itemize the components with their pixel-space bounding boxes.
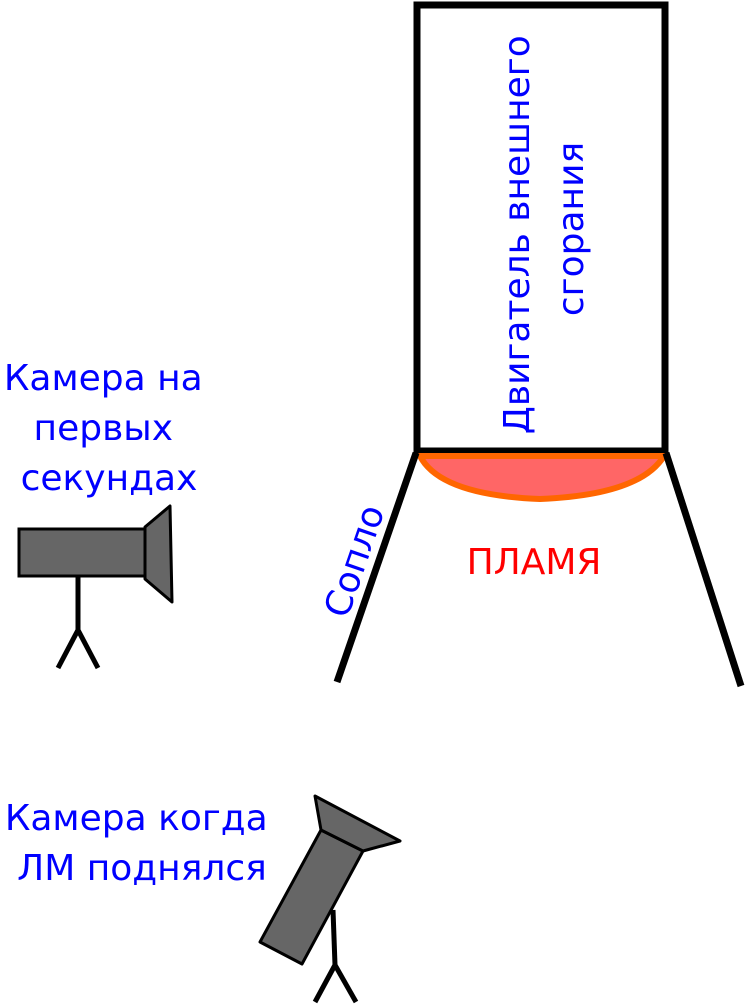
camera1-icon bbox=[17, 504, 174, 670]
engine-label-line2: сгорания bbox=[551, 142, 592, 316]
camera2-body bbox=[258, 828, 365, 966]
engine-box bbox=[413, 1, 669, 455]
camera1-label-line2: первых bbox=[34, 408, 173, 449]
camera1-lens bbox=[143, 504, 174, 604]
camera1-body bbox=[17, 527, 149, 578]
engine-label-line1: Двигатель внешнего bbox=[497, 35, 538, 434]
camera2-label: Камера когда ЛМ поднялся bbox=[5, 798, 279, 889]
camera2-tripod-foot-left bbox=[312, 963, 338, 1004]
flame-label: ПЛАМЯ bbox=[467, 542, 602, 583]
camera1-label: Камера на первых секундах bbox=[4, 358, 214, 499]
camera1-label-line3: секундах bbox=[21, 458, 198, 499]
camera2-tripod-foot-right bbox=[332, 963, 359, 1004]
camera1-tripod-foot-left bbox=[55, 628, 81, 670]
camera2-label-line1: Камера когда bbox=[5, 798, 268, 839]
camera2-tripod-leg bbox=[330, 909, 338, 966]
camera1-label-line1: Камера на bbox=[4, 358, 203, 399]
camera2-icon bbox=[258, 794, 402, 1004]
nozzle-right-wall bbox=[662, 451, 745, 688]
camera2-lens bbox=[313, 794, 402, 853]
engine-label: Двигатель внешнего сгорания bbox=[497, 24, 592, 434]
flame-shape bbox=[417, 453, 667, 502]
camera2-label-line2: ЛМ поднялся bbox=[17, 848, 267, 889]
camera1-tripod-foot-right bbox=[75, 628, 101, 670]
nozzle-left-wall bbox=[333, 451, 420, 684]
